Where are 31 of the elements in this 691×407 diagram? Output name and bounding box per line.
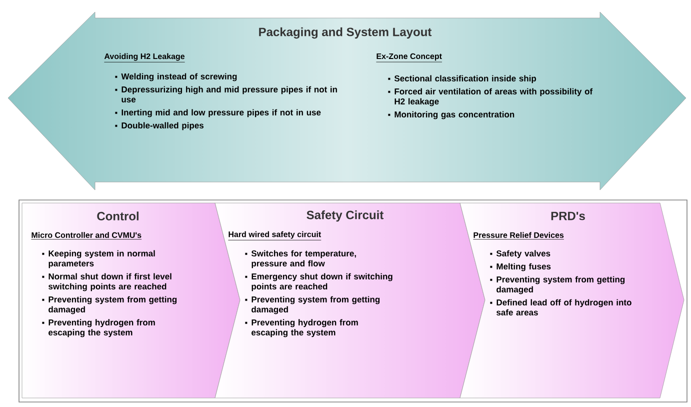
node-label: Emergency shut down if switching points are reached (252, 273, 392, 292)
node-label: Inerting mid and low pressure pipes if not in use (122, 109, 321, 118)
subheading: Hard wired safety circuit (228, 231, 322, 240)
heading: Safety Circuit (306, 210, 384, 222)
node-label: Preventing hydrogen from escaping the system (252, 319, 358, 338)
subheading: Avoiding H2 Leakage (104, 53, 186, 62)
heading: Packaging and System Layout (259, 27, 432, 39)
node-label: Defined lead off of hydrogen into safe areas (496, 299, 632, 316)
bullet-list: Switches for temperature, pressure and flow Emergency shut down if switching points are reached Preventing system from getting damaged Preventing hydrogen from escaping the system (245, 250, 392, 338)
bullet-list: Safety valves Melting fuses Preventing system from getting damaged Defined lead off of hydrogen into safe areas (490, 250, 632, 316)
node-label: Preventing system from getting damaged (252, 296, 380, 314)
subheading: Pressure Relief Devices (473, 232, 564, 240)
node-label: Depressurizing high and mid pressure pipes if not in use (122, 86, 337, 102)
heading: Control (97, 212, 138, 220)
node-label: Preventing hydrogen from escaping the system (48, 319, 155, 338)
node-label: Preventing system from getting damaged (496, 276, 625, 294)
node-label: Welding instead of screwing (121, 73, 237, 82)
node-label: Double-walled pipes (122, 122, 204, 130)
node-label: Switches for temperature, pressure and flow (251, 250, 356, 268)
bullet-list: Keeping system in normal parameters Normal shut down if first level switching points are reached Preventing system from getting damaged Preventing hydrogen from escaping the system (42, 250, 177, 338)
heading: PRD's (551, 212, 585, 220)
bullet-list: Sectional classification inside ship Forced air ventilation of areas with possibility of H2 leakage Monitoring gas concentration (388, 75, 593, 120)
node-label: Keeping system in normal parameters (48, 250, 155, 268)
subheading: Ex-Zone Concept (376, 53, 442, 62)
bullet-list: Welding instead of screwing Depressurizing high and mid pressure pipes if not in use Inerting mid and low pressure pipes if not in use Double-walled pipes (115, 73, 337, 130)
subheading: Micro Controller and CVMU's (31, 232, 142, 240)
node-label: Melting fuses (496, 263, 551, 272)
node-label: Normal shut down if first level switching points are reached (48, 273, 172, 292)
node-label: Safety valves (496, 250, 550, 258)
node-label: Preventing system from getting damaged (48, 296, 177, 314)
frame (18, 200, 688, 402)
